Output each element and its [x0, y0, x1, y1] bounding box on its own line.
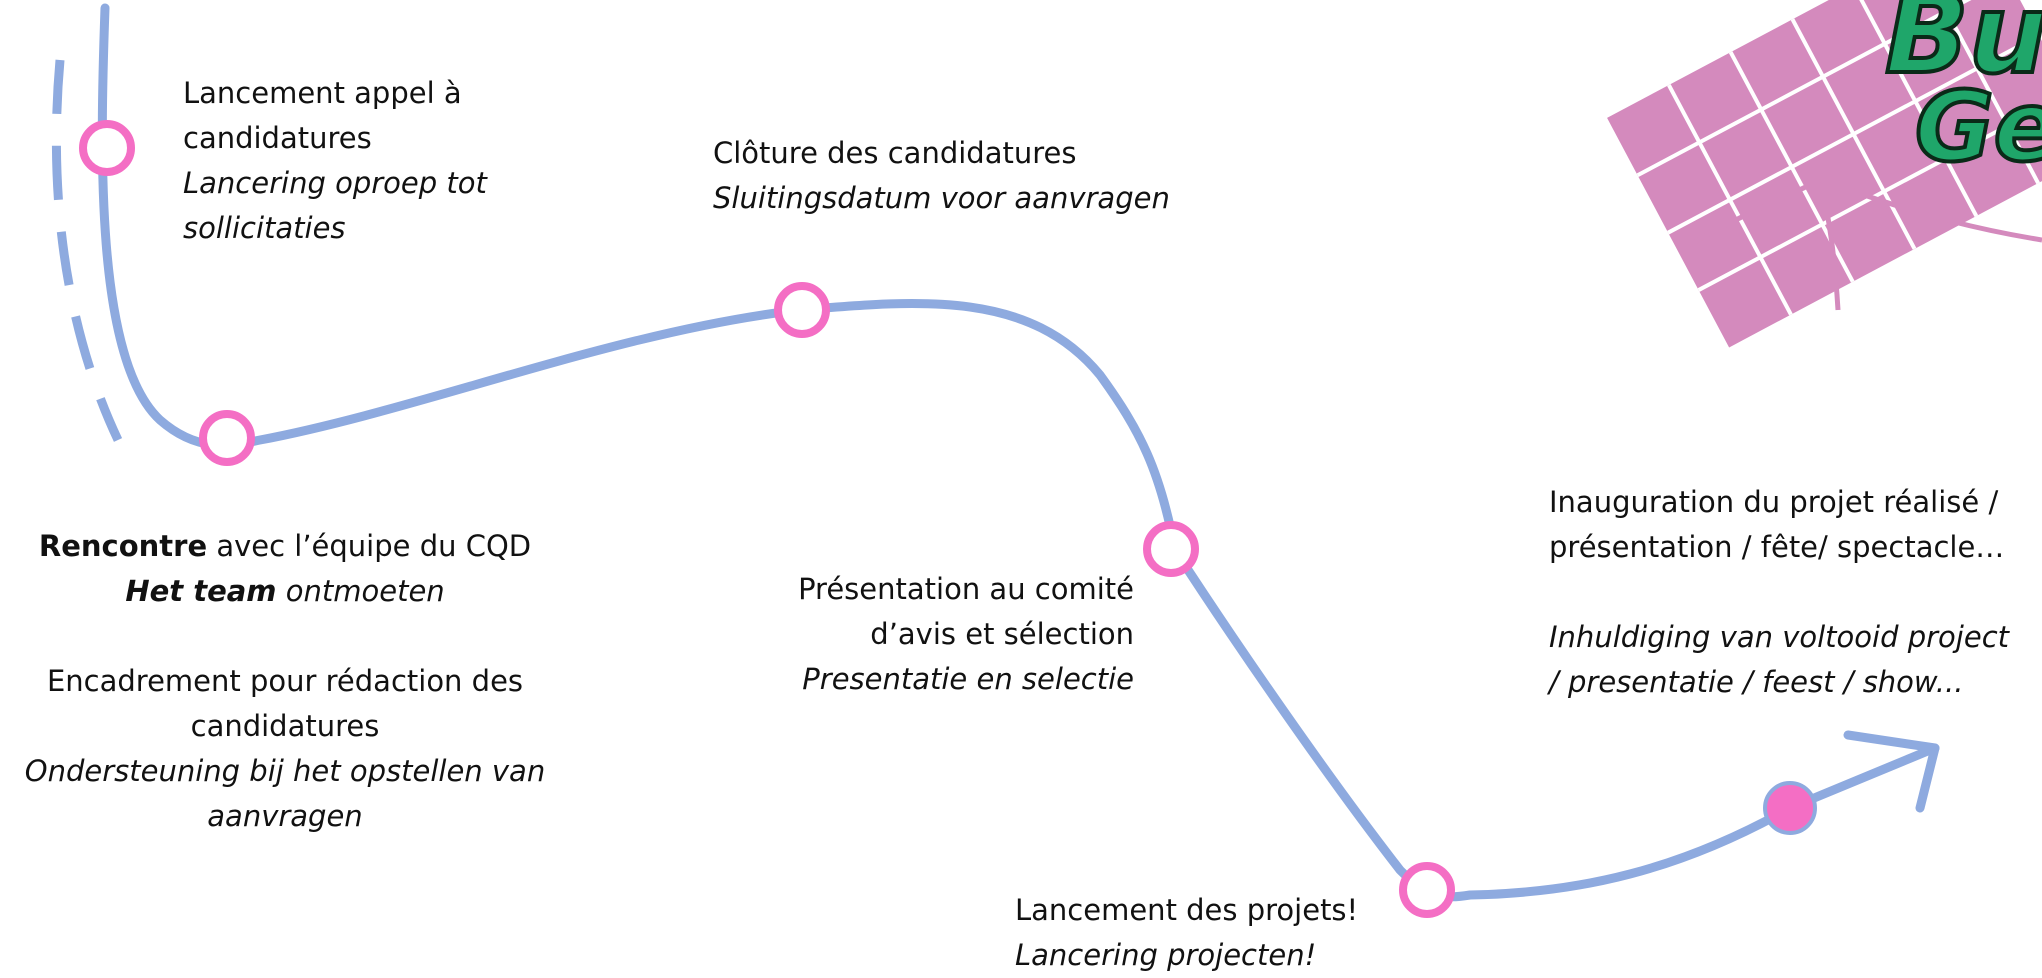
presentation-nl-line: Presentatie en selectie — [802, 662, 1134, 696]
timeline-arrowhead — [1843, 730, 1940, 813]
closing-nl-line: Sluitingsdatum voor aanvragen — [713, 181, 1170, 215]
meeting-fr-line: Rencontre avec l’équipe du CQD — [0, 524, 570, 569]
label-project-launch: Lancement des projets! Lancering project… — [1015, 888, 1358, 978]
logo-ribbon-lines — [1688, 177, 2042, 311]
support-nl-line2: aanvragen — [207, 799, 363, 833]
label-launch-call: Lancement appel à candidatures Lancering… — [183, 71, 487, 251]
meeting-fr-bold: Rencontre — [38, 529, 208, 563]
project-launch-nl-line: Lancering projecten! — [1015, 938, 1317, 972]
meeting-fr-rest: avec l’équipe du CQD — [207, 529, 532, 563]
label-closing: Clôture des candidatures Sluitingsdatum … — [713, 131, 1170, 221]
dashed-start-line — [51, 59, 123, 442]
milestone-marker-closing — [774, 282, 830, 338]
support-fr-line1: Encadrement pour rédaction des — [46, 664, 524, 698]
meeting-spacer — [0, 614, 570, 659]
support-nl-line1: Ondersteuning bij het opstellen van — [24, 754, 546, 788]
meeting-nl-bold: Het team — [125, 574, 277, 608]
milestone-marker-inauguration — [1763, 781, 1817, 835]
inauguration-fr-line2: présentation / fête/ spectacle… — [1549, 530, 2005, 564]
closing-fr-line: Clôture des candidatures — [713, 136, 1077, 170]
milestone-marker-launch-call — [79, 120, 135, 176]
logo-lettering-bottom: Ge — [1915, 71, 2042, 183]
inauguration-spacer — [1549, 570, 2009, 615]
project-launch-fr-line: Lancement des projets! — [1015, 893, 1359, 927]
launch-call-fr-line2: candidatures — [183, 121, 372, 155]
logo-lettering-top: Bu — [1885, 0, 2042, 98]
inauguration-nl-line1: Inhuldiging van voltooid project — [1549, 620, 2010, 654]
logo-graphic: Bu Ge — [1607, 0, 2042, 348]
inauguration-fr-line1: Inauguration du projet réalisé / — [1549, 485, 1999, 519]
milestone-marker-project-launch — [1399, 862, 1455, 918]
label-meeting: Rencontre avec l’équipe du CQD Het team … — [0, 524, 570, 839]
meeting-nl-rest: ontmoeten — [276, 574, 445, 608]
inauguration-nl-line2: / presentatie / feest / show... — [1549, 665, 1964, 699]
presentation-fr-line2: d’avis et sélection — [870, 617, 1134, 651]
support-fr-line2: candidatures — [190, 709, 380, 743]
presentation-fr-line1: Présentation au comité — [798, 572, 1134, 606]
launch-call-nl-line2: sollicitaties — [183, 211, 346, 245]
label-inauguration: Inauguration du projet réalisé / présent… — [1549, 480, 2009, 705]
milestone-marker-meeting — [199, 410, 255, 466]
launch-call-nl-line1: Lancering oproep tot — [183, 166, 487, 200]
meeting-nl-line: Het team ontmoeten — [0, 569, 570, 614]
label-presentation: Présentation au comité d’avis et sélecti… — [700, 567, 1134, 702]
milestone-marker-presentation — [1143, 521, 1199, 577]
launch-call-fr-line1: Lancement appel à — [183, 76, 462, 110]
